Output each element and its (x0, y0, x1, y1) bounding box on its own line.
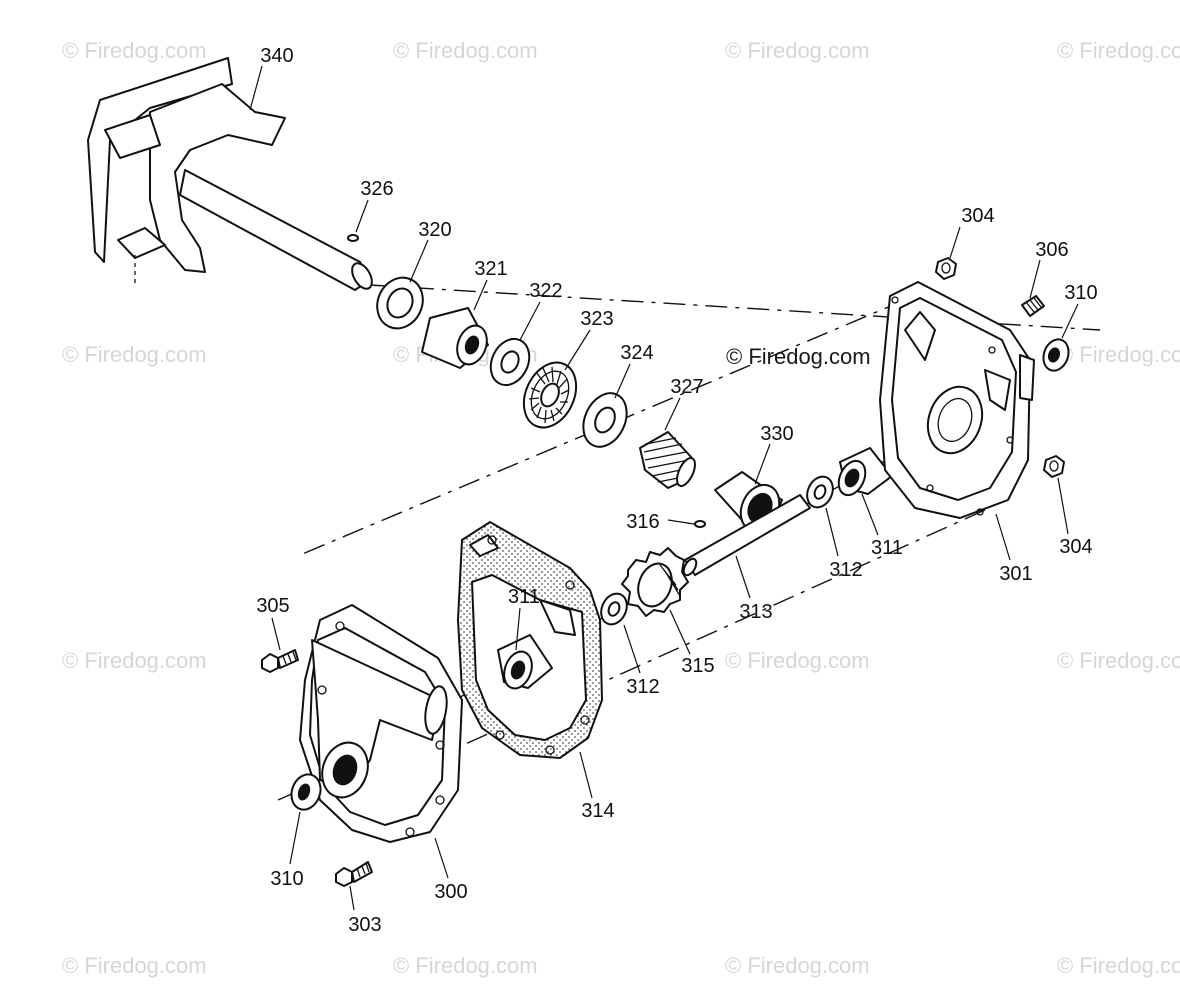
part-label: 311 (508, 586, 540, 608)
washer-part (489, 337, 531, 387)
part-number-labels: 340 326 320 321 322 323 324 327 330 304 … (256, 45, 1097, 936)
part-label: 301 (999, 563, 1032, 585)
watermark: © Firedog.com (62, 38, 207, 63)
watermark: © Firedog.com (725, 38, 870, 63)
watermark: © Firedog.com (393, 38, 538, 63)
part-label: 304 (1059, 536, 1092, 558)
part-label: 316 (626, 511, 659, 533)
watermark: © Firedog.com (62, 648, 207, 673)
part-label: 310 (1064, 282, 1097, 304)
bearing-part (497, 634, 553, 690)
watermark: © Firedog.com (725, 648, 870, 673)
part-label: 320 (418, 219, 451, 241)
watermark: © Firedog.com (393, 953, 538, 978)
hex-nut-part (935, 257, 957, 280)
hex-bolt-part (335, 861, 373, 887)
watermark: © Firedog.com (1057, 342, 1180, 367)
part-label: 306 (1035, 239, 1068, 261)
watermark: © Firedog.com (1057, 953, 1180, 978)
watermark: © Firedog.com (1057, 648, 1180, 673)
part-label: 300 (434, 881, 467, 903)
left-gear-housing-part (299, 604, 463, 843)
key-part (347, 234, 359, 242)
part-label: 315 (681, 655, 714, 677)
set-screw-part (1021, 295, 1045, 317)
washer-part (376, 276, 424, 330)
part-label: 322 (529, 280, 562, 302)
part-label: 323 (580, 308, 613, 330)
watermark: © Firedog.com (1057, 38, 1180, 63)
flange-bushing-part (1042, 338, 1070, 372)
part-label: 304 (961, 205, 994, 227)
part-label: 305 (256, 595, 289, 617)
washer-part (600, 592, 628, 626)
watermark: © Firedog.com (62, 342, 207, 367)
part-label: 340 (260, 45, 293, 67)
part-label: 311 (871, 537, 903, 559)
right-gear-housing-part (879, 281, 1035, 519)
washer-part (582, 392, 628, 448)
part-label: 313 (739, 601, 772, 623)
hex-nut-part (1043, 455, 1065, 478)
part-label: 327 (670, 376, 703, 398)
key-part (694, 520, 706, 528)
watermark-layer: © Firedog.com © Firedog.com © Firedog.co… (62, 38, 1180, 978)
auger-impeller-part (87, 57, 373, 291)
part-label: 314 (581, 800, 614, 822)
part-label: 326 (360, 178, 393, 200)
bearing-part (837, 447, 893, 497)
worm-gear-part (639, 431, 696, 489)
bushing-part (421, 307, 489, 369)
part-label: 330 (760, 423, 793, 445)
watermark: © Firedog.com (62, 953, 207, 978)
flange-bushing-part (290, 773, 322, 811)
thrust-bearing-part (522, 361, 578, 429)
part-label: 312 (829, 559, 862, 581)
leader-lines (249, 65, 1079, 911)
hex-bolt-part (261, 649, 299, 673)
part-label: 303 (348, 914, 381, 936)
shaft-part (682, 494, 811, 577)
washer-part (806, 475, 834, 509)
part-label: 312 (626, 676, 659, 698)
part-label: 310 (270, 868, 303, 890)
part-label: 324 (620, 342, 653, 364)
watermark: © Firedog.com (725, 953, 870, 978)
spur-gear-part (621, 547, 689, 617)
watermark-prominent: © Firedog.com (726, 344, 871, 369)
part-label: 321 (474, 258, 507, 280)
